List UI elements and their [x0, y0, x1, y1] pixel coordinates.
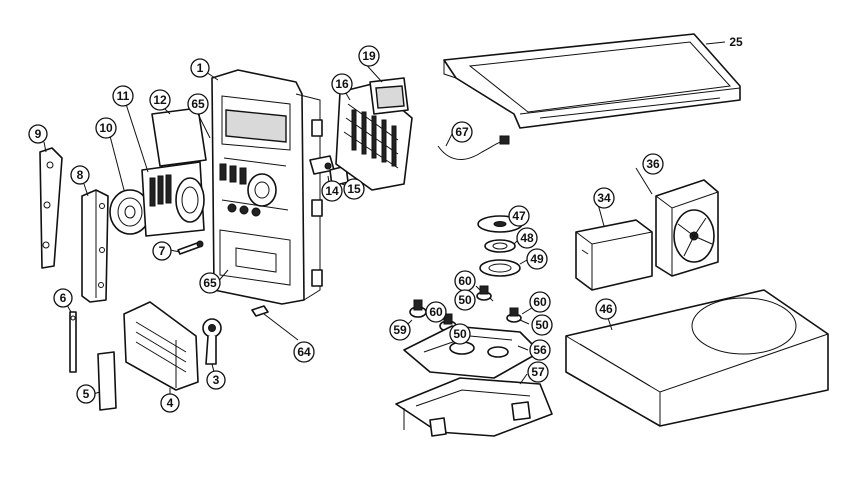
part-knob	[202, 318, 222, 365]
callout-3: 3	[206, 370, 226, 390]
svg-text:8: 8	[77, 168, 84, 182]
callout-59: 59	[389, 319, 411, 341]
part-side-bracket	[39, 147, 63, 269]
callout-1: 1	[190, 58, 210, 78]
part-cable	[437, 135, 510, 160]
svg-text:64: 64	[297, 345, 311, 359]
callout-10: 10	[95, 117, 117, 139]
part-display-window	[151, 107, 207, 167]
svg-text:11: 11	[117, 89, 130, 103]
svg-text:7: 7	[159, 244, 166, 258]
callout-50-mid: 50	[449, 323, 471, 345]
callout-67: 67	[451, 121, 473, 143]
callout-12: 12	[149, 89, 171, 111]
svg-text:25: 25	[729, 35, 743, 49]
callout-65-top: 65	[187, 93, 209, 115]
part-clip	[251, 305, 269, 317]
svg-text:16: 16	[335, 77, 349, 91]
callout-36: 36	[642, 153, 664, 175]
svg-text:50: 50	[453, 327, 467, 341]
callout-9: 9	[28, 124, 48, 144]
part-bottom-chassis	[565, 289, 829, 427]
callout-4: 4	[160, 393, 180, 413]
callout-65-bottom: 65	[199, 272, 221, 294]
part-rod	[69, 311, 77, 373]
svg-text:5: 5	[83, 387, 90, 401]
part-fan	[655, 179, 719, 277]
svg-text:6: 6	[60, 291, 67, 305]
part-screw	[177, 240, 204, 255]
part-knob-cluster	[141, 161, 205, 237]
callout-60-right: 60	[529, 291, 551, 313]
svg-text:12: 12	[153, 93, 167, 107]
callout-49: 49	[526, 248, 548, 270]
callout-50-left: 50	[454, 289, 476, 311]
svg-text:3: 3	[213, 373, 220, 387]
callout-11: 11	[112, 85, 134, 107]
svg-text:59: 59	[393, 323, 407, 337]
svg-text:10: 10	[99, 121, 113, 135]
svg-text:49: 49	[530, 252, 544, 266]
svg-text:48: 48	[520, 231, 534, 245]
callout-57: 57	[527, 361, 549, 383]
callout-60-left: 60	[454, 270, 476, 292]
svg-text:60: 60	[429, 305, 443, 319]
svg-text:46: 46	[599, 302, 613, 316]
svg-text:65: 65	[203, 276, 217, 290]
svg-text:15: 15	[347, 182, 361, 196]
svg-text:19: 19	[362, 49, 376, 63]
callout-19: 19	[358, 45, 380, 67]
part-top-cover	[443, 33, 741, 129]
svg-text:67: 67	[455, 125, 469, 139]
svg-text:50: 50	[458, 293, 472, 307]
svg-text:57: 57	[531, 365, 545, 379]
part-module-box	[575, 219, 653, 291]
svg-text:1: 1	[197, 61, 204, 75]
callout-16: 16	[331, 73, 353, 95]
svg-text:34: 34	[597, 191, 611, 205]
svg-text:60: 60	[533, 295, 547, 309]
svg-text:65: 65	[191, 97, 205, 111]
part-small-module	[369, 77, 409, 115]
callout-64: 64	[293, 341, 315, 363]
svg-text:36: 36	[646, 157, 660, 171]
callout-48: 48	[516, 227, 538, 249]
part-front-chassis	[211, 69, 323, 305]
callout-8: 8	[70, 165, 90, 185]
callout-7: 7	[152, 241, 172, 261]
svg-text:4: 4	[167, 396, 174, 410]
callout-5: 5	[76, 384, 96, 404]
svg-text:56: 56	[533, 343, 547, 357]
part-cassette-door	[123, 301, 199, 391]
callout-46: 46	[595, 298, 617, 320]
callout-14: 14	[321, 180, 343, 202]
callout-50-right: 50	[531, 314, 553, 336]
svg-text:9: 9	[35, 127, 42, 141]
callout-60-mid: 60	[425, 301, 447, 323]
callout-56: 56	[529, 339, 551, 361]
svg-text:60: 60	[458, 274, 472, 288]
callout-47: 47	[508, 205, 530, 227]
callout-25: 25	[729, 35, 743, 49]
svg-text:47: 47	[512, 209, 526, 223]
svg-text:50: 50	[535, 318, 549, 332]
part-side-panel	[81, 189, 109, 303]
callout-6: 6	[53, 288, 73, 308]
callout-15: 15	[343, 178, 365, 200]
callout-34: 34	[593, 187, 615, 209]
part-mechanism-plate	[403, 325, 541, 379]
part-column	[97, 351, 117, 411]
svg-text:14: 14	[325, 184, 339, 198]
part-base-tray	[395, 377, 553, 437]
